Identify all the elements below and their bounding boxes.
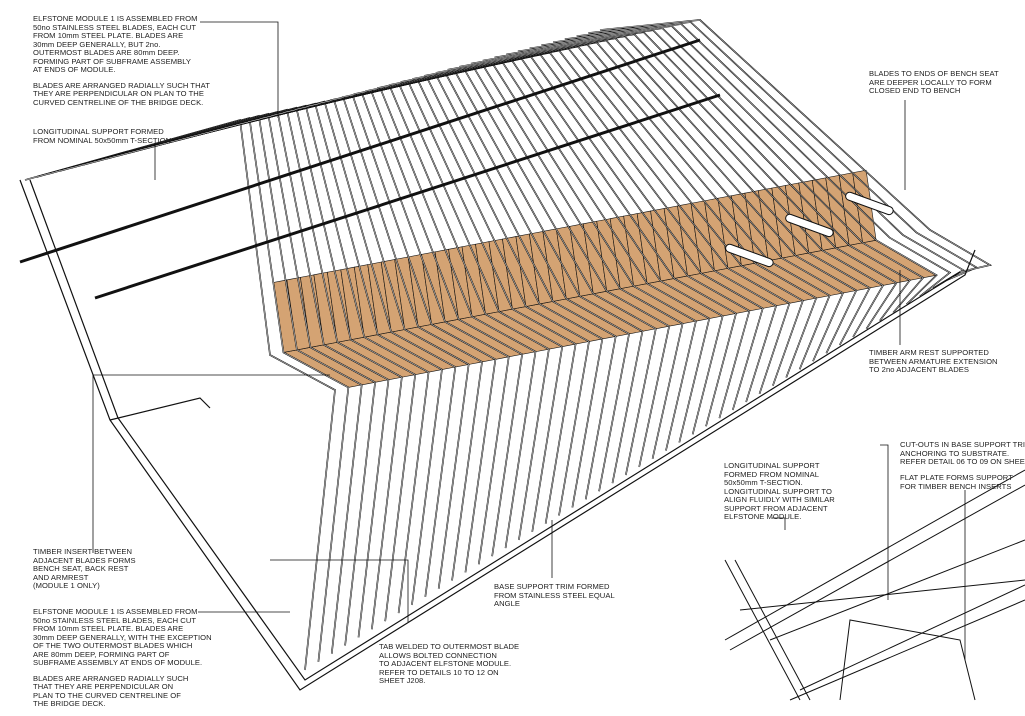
note-text: ELFSTONE MODULE 1 IS ASSEMBLED FROM 50no… [33,607,212,667]
timber-arm-rest [725,243,774,268]
module2-member [724,559,801,701]
note-cut-outs: CUT-OUTS IN BASE SUPPORT TRIM ANCHORING … [900,440,1025,466]
module2-member [734,559,811,701]
note-blades-ends: BLADES TO ENDS OF BENCH SEAT ARE DEEPER … [869,69,999,95]
base-frame [19,38,976,691]
note-longitudinal-support: LONGITUDINAL SUPPORT FORMED FROM NOMINAL… [33,127,172,145]
note-arm-rest: TIMBER ARM REST SUPPORTED BETWEEN ARMATU… [869,348,998,374]
note-module-assembly-top: ELFSTONE MODULE 1 IS ASSEMBLED FROM 50no… [33,14,210,114]
note-flat-plate: FLAT PLATE FORMS SUPPORT FOR TIMBER BENC… [900,473,1013,491]
module2-member [789,599,1025,701]
note-tab-welded: TAB WELDED TO OUTERMOST BLADE ALLOWS BOL… [379,642,520,685]
steel-blade-highlight [494,38,871,346]
longitudinal-support [19,38,701,264]
steel-blade-highlight [506,36,884,338]
steel-blade-highlight [599,19,991,273]
steel-blade-highlight [517,34,897,329]
steel-blade-highlight [564,25,951,297]
note-base-support-trim: BASE SUPPORT TRIM FORMED FROM STAINLESS … [494,582,615,608]
note-text: ELFSTONE MODULE 1 IS ASSEMBLED FROM 50no… [33,14,198,74]
note-timber-insert: TIMBER INSERT BETWEEN ADJACENT BLADES FO… [33,547,136,590]
longitudinal-support-lower [94,93,721,300]
module2-member [724,469,1025,641]
steel-blades [24,19,993,671]
timber-arm-rest [845,191,894,216]
module2-member [729,484,1025,651]
steel-blade-highlight [541,29,924,313]
module2-member [769,539,1025,641]
module2-blade-profile [839,619,976,701]
steel-blade-highlight [553,27,937,305]
note-longitudinal-support-2: LONGITUDINAL SUPPORT FORMED FROM NOMINAL… [724,461,835,521]
module2-member [739,579,1025,611]
timber-arm-rest [785,213,834,238]
note-text: BLADES ARE ARRANGED RADIALLY SUCH THAT T… [33,80,210,107]
note-module-assembly-bottom: ELFSTONE MODULE 1 IS ASSEMBLED FROM 50no… [33,607,212,716]
module2-member [799,584,1025,691]
second-module-drawing [724,469,1025,701]
leader-lines [92,21,966,660]
note-text: BLADES ARE ARRANGED RADIALLY SUCH THAT T… [33,673,189,708]
